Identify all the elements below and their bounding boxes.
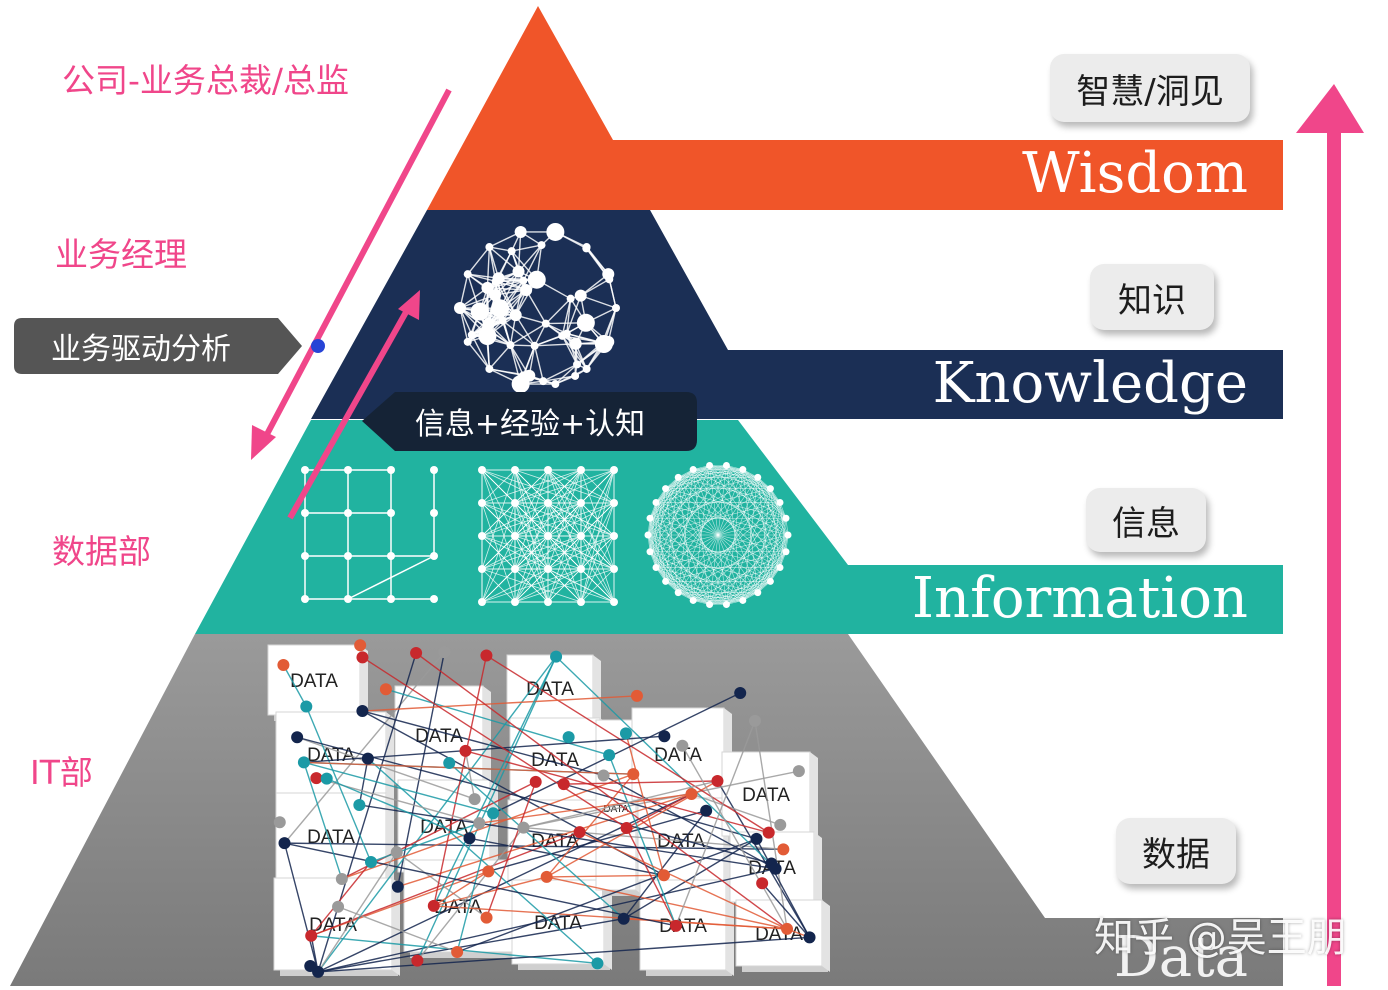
role-manager: 业务经理 <box>55 238 187 271</box>
label-wisdom: Wisdom <box>1022 146 1248 202</box>
data-box-label: DATA <box>526 679 574 700</box>
blue-dot <box>311 339 325 353</box>
business-driven-label: 业务驱动分析 <box>22 318 260 374</box>
tag-knowledge-cn: 知识 <box>1090 264 1214 330</box>
role-data-dept: 数据部 <box>52 535 151 568</box>
data-box-label: DATA <box>534 913 582 934</box>
tag-wisdom-cn: 智慧/洞见 <box>1050 54 1250 122</box>
tag-information-cn: 信息 <box>1086 488 1206 552</box>
role-executive: 公司-业务总裁/总监 <box>62 64 349 97</box>
data-box-label: DATA <box>659 916 707 937</box>
upward-arrow <box>1296 84 1364 986</box>
role-it-dept: IT部 <box>30 756 93 789</box>
label-knowledge: Knowledge <box>933 356 1248 412</box>
knowledge-formula-label: 信息+经验+认知 <box>380 392 680 450</box>
watermark: 知乎 @吴王朋 <box>1094 905 1347 963</box>
mesh-network-graphic <box>478 466 618 606</box>
data-box-label: DATA <box>531 750 579 771</box>
label-information: Information <box>912 571 1248 627</box>
tag-data-cn: 数据 <box>1116 818 1236 884</box>
